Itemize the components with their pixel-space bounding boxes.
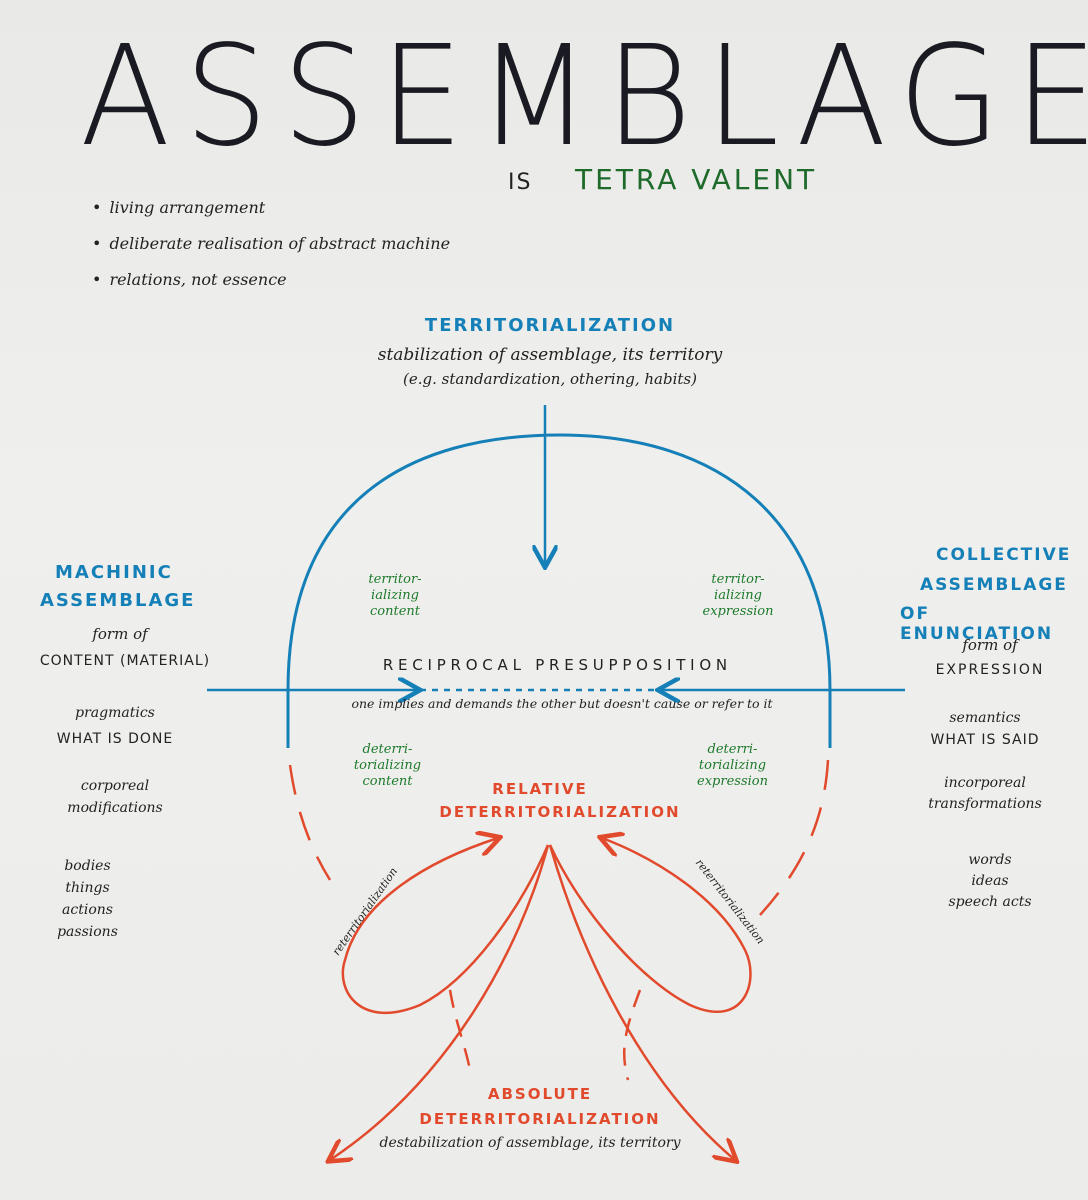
- collective-item: words: [968, 852, 1012, 868]
- machinic-heading-1: MACHINIC: [55, 562, 173, 583]
- is-label: IS: [508, 170, 533, 195]
- bullet-list: living arrangement deliberate realisatio…: [92, 190, 450, 298]
- collective-incorporeal-1: incorporeal: [944, 775, 1026, 791]
- machinic-content: CONTENT (MATERIAL): [39, 653, 211, 669]
- collective-incorporeal-2: transformations: [928, 796, 1042, 812]
- absolute-right-line: [548, 844, 735, 1160]
- collective-item: ideas: [971, 873, 1009, 889]
- collective-heading-3: OF ENUNCIATION: [900, 604, 1054, 644]
- relative-line2: DETERRITORIALIZATION: [439, 803, 681, 821]
- absolute-left-line: [330, 844, 550, 1160]
- machinic-corporeal-2: modifications: [67, 800, 163, 816]
- bullet-item: living arrangement: [92, 190, 450, 226]
- machinic-item: things: [65, 880, 110, 896]
- absolute-line3: destabilization of assemblage, its terri…: [379, 1135, 681, 1151]
- left-loop: [341, 838, 550, 1014]
- collective-heading-2: ASSEMBLAGE: [920, 575, 1068, 595]
- bullet-item: relations, not essence: [92, 262, 450, 298]
- bullet-item: deliberate realisation of abstract machi…: [92, 226, 450, 262]
- left-dashed-side: [288, 764, 332, 881]
- collective-form-of: form of: [962, 636, 1018, 654]
- territorialization-heading: TERRITORIALIZATION: [424, 315, 676, 336]
- tetravalent-label: TETRA VALENT: [575, 163, 818, 196]
- machinic-pragmatics: pragmatics: [75, 705, 155, 721]
- collective-item: speech acts: [948, 894, 1032, 910]
- absolute-line1: ABSOLUTE: [487, 1085, 593, 1103]
- machinic-item: actions: [62, 902, 113, 918]
- right-dashed-side: [759, 759, 830, 916]
- collective-items: words ideas speech acts: [920, 850, 1060, 913]
- relative-line1: RELATIVE: [492, 780, 588, 798]
- territorialization-line2: (e.g. standardization, othering, habits): [403, 370, 697, 388]
- reciprocal-presupposition: R E C I P R O C A L P R E S U P P O S I …: [382, 656, 728, 674]
- right-loop: [548, 838, 752, 1013]
- collective-what-said: WHAT IS SAID: [930, 732, 1040, 748]
- machinic-items: bodies things actions passions: [30, 855, 145, 943]
- machinic-item: passions: [57, 924, 118, 940]
- absolute-line2: DETERRITORIALIZATION: [419, 1110, 661, 1128]
- collective-semantics: semantics: [949, 710, 1021, 726]
- machinic-heading-2: ASSEMBLAGE: [40, 590, 196, 611]
- territory-dome: [286, 433, 832, 748]
- left-connector: [448, 989, 472, 1071]
- reciprocal-note: one implies and demands the other but do…: [351, 696, 773, 711]
- machinic-corporeal-1: corporeal: [80, 778, 150, 794]
- machinic-item: bodies: [64, 858, 111, 874]
- right-connector: [622, 989, 642, 1081]
- page-title: ASSEMBLAGE: [80, 15, 1088, 178]
- machinic-what-done: WHAT IS DONE: [56, 731, 174, 747]
- machinic-form-of: form of: [92, 625, 148, 643]
- collective-heading-1: COLLECTIVE: [936, 545, 1072, 565]
- collective-expression: EXPRESSION: [935, 662, 1045, 678]
- territorialization-line1: stabilization of assemblage, its territo…: [377, 345, 723, 365]
